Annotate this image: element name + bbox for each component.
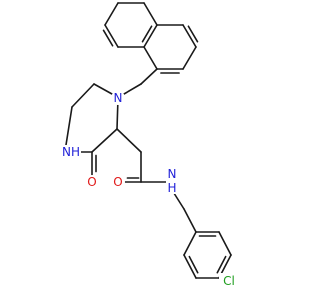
bond-chloroaryl-2-second <box>216 255 227 274</box>
atom-o-amide-label: O <box>113 175 122 189</box>
atom-h-amide-label: H <box>167 181 176 195</box>
bond-ch2b-ring <box>183 208 197 233</box>
bond-naph-a-1-second <box>187 25 199 43</box>
bond-naph-b-3 <box>104 24 119 48</box>
bond-chloroaryl-5 <box>183 231 197 256</box>
bond-c5-c6 <box>71 83 95 108</box>
chemical-structure: N NH O N H O Cl <box>61 2 239 289</box>
bond-chloroaryl-1 <box>218 231 232 256</box>
bond-c2-c3 <box>91 128 118 153</box>
atom-cl: Cl <box>219 273 239 289</box>
bond-naph-a-3-second <box>141 25 153 43</box>
atom-o-lactam: O <box>85 175 99 189</box>
atom-n-amide-label: N <box>168 167 177 181</box>
bond-naph-a-1 <box>182 24 197 48</box>
atom-o-amide: O <box>111 175 125 189</box>
bond-naph-a-0 <box>182 46 197 70</box>
bond-c6-n1 <box>93 83 113 95</box>
bond-naph-a-4 <box>143 46 158 70</box>
atom-nh-lactam: NH <box>61 145 81 159</box>
bond-chloroaryl-4-second <box>188 255 199 274</box>
bond-nh-c5 <box>65 106 73 146</box>
bond-lines <box>65 2 232 279</box>
atom-o-lactam-label: O <box>87 175 96 189</box>
bond-chloroaryl-4 <box>183 254 197 279</box>
atom-nh-lactam-label: NH <box>62 145 80 159</box>
atom-labels: N NH O N H O Cl <box>61 91 239 289</box>
atom-cl-label: Cl <box>223 274 235 288</box>
bond-ch2n-naph <box>140 68 158 85</box>
bond-n1-ch2n <box>123 83 142 95</box>
atom-n-piperazine: N <box>111 91 125 105</box>
bond-c2-ch2 <box>116 128 142 153</box>
bond-naph-b-0 <box>143 2 158 26</box>
bond-naph-b-2 <box>104 2 119 26</box>
atom-n-piperazine-label: N <box>114 91 123 105</box>
bond-naph-b-3-second <box>102 29 114 47</box>
atom-nh-amide: N H <box>166 167 178 195</box>
bond-naph-a-3 <box>143 24 158 48</box>
